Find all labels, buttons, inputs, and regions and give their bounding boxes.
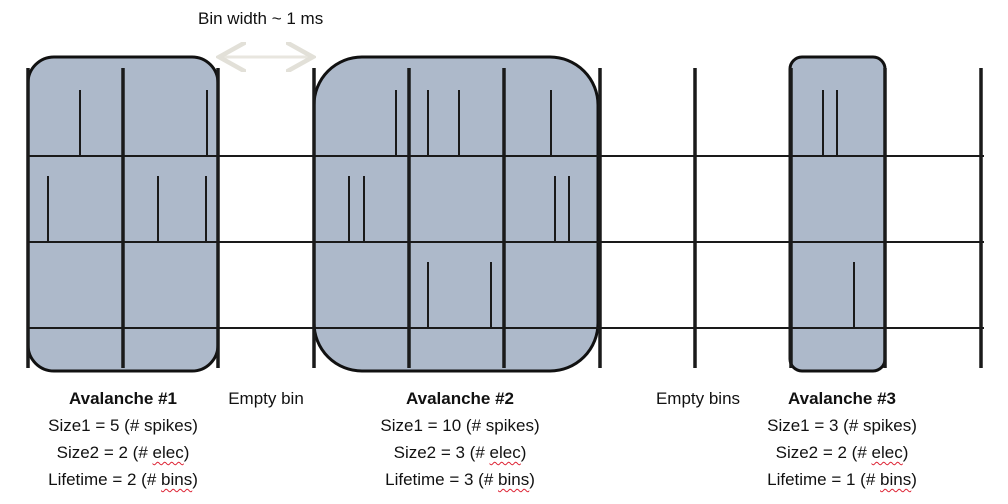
bin-boundaries [26,68,983,368]
bin-width-label: Bin width ~ 1 ms [198,9,324,28]
avalanche-2-caption: Avalanche #2 Size1 = 10 (# spikes) Size2… [350,385,570,493]
avalanche-2-title: Avalanche #2 [405,389,515,408]
avalanche-3-size2: Size2 = 2 (# elec) [775,443,909,462]
avalanche-1-size1: Size1 = 5 (# spikes) [48,416,198,435]
avalanche-1-lifetime: Lifetime = 2 (# bins) [48,470,198,489]
empty-bin-label: Empty bin [228,389,304,408]
electrode-lines [28,155,984,329]
avalanche-3-title: Avalanche #3 [787,389,897,408]
avalanche-2-size1: Size1 = 10 (# spikes) [380,416,540,435]
spikes [47,90,855,328]
empty-bins-label: Empty bins [655,389,741,408]
avalanche-1-size2: Size2 = 2 (# elec) [56,443,190,462]
avalanche-3-size1: Size1 = 3 (# spikes) [767,416,917,435]
avalanche-2-lifetime: Lifetime = 3 (# bins) [385,470,535,489]
avalanche-1-title: Avalanche #1 [68,389,178,408]
avalanche-1-caption: Avalanche #1 Size1 = 5 (# spikes) Size2 … [20,385,226,493]
avalanche-2-size2: Size2 = 3 (# elec) [393,443,527,462]
avalanche-3-lifetime: Lifetime = 1 (# bins) [767,470,917,489]
avalanche-3-caption: Avalanche #3 Size1 = 3 (# spikes) Size2 … [740,385,944,493]
